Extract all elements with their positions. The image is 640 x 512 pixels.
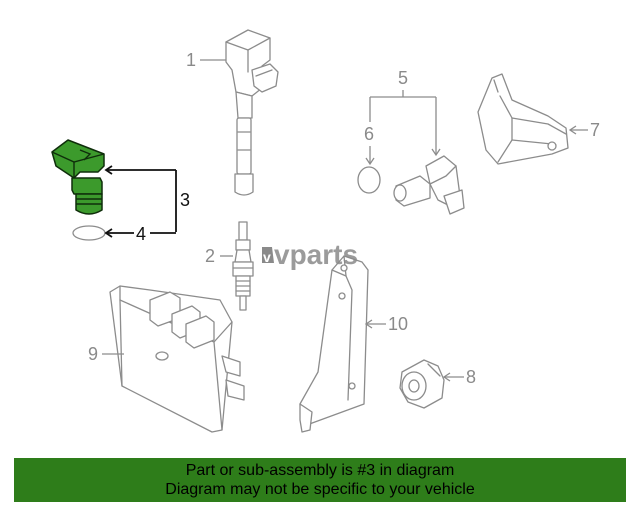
callout-4: 4 (136, 224, 146, 244)
position-sensor-highlighted-part[interactable] (51, 139, 105, 215)
mounting-bracket-part[interactable] (299, 255, 369, 433)
callout-9: 9 (88, 344, 98, 364)
callout-8: 8 (466, 367, 476, 387)
callout-2: 2 (205, 246, 215, 266)
small-o-ring-part[interactable] (357, 166, 381, 194)
sensor-part-8[interactable] (399, 359, 445, 409)
callout-3: 3 (180, 190, 190, 210)
footer-banner: Part or sub-assembly is #3 in diagram Di… (14, 458, 626, 502)
callout-5: 5 (398, 68, 408, 88)
engine-control-module-part[interactable] (109, 285, 245, 433)
o-ring-part[interactable] (72, 225, 106, 241)
callout-7: 7 (590, 120, 600, 140)
footer-line-1: Part or sub-assembly is #3 in diagram (185, 462, 455, 479)
callout-6: 6 (364, 124, 374, 144)
watermark-mark-letter: v (263, 249, 271, 265)
callout-10: 10 (388, 314, 408, 334)
footer-line-2: Diagram may not be specific to your vehi… (165, 481, 475, 498)
ignition-coil-part[interactable] (225, 29, 279, 196)
parts-diagram: 1 2 3 4 5 6 (51, 29, 600, 433)
watermark-brand: vparts (274, 239, 358, 270)
sensor-cover-part[interactable] (477, 73, 569, 165)
spark-plug-part[interactable] (232, 221, 254, 311)
vparts-watermark-logo: v vparts (262, 239, 358, 270)
position-sensor-part[interactable] (393, 155, 465, 215)
callout-1: 1 (186, 50, 196, 70)
